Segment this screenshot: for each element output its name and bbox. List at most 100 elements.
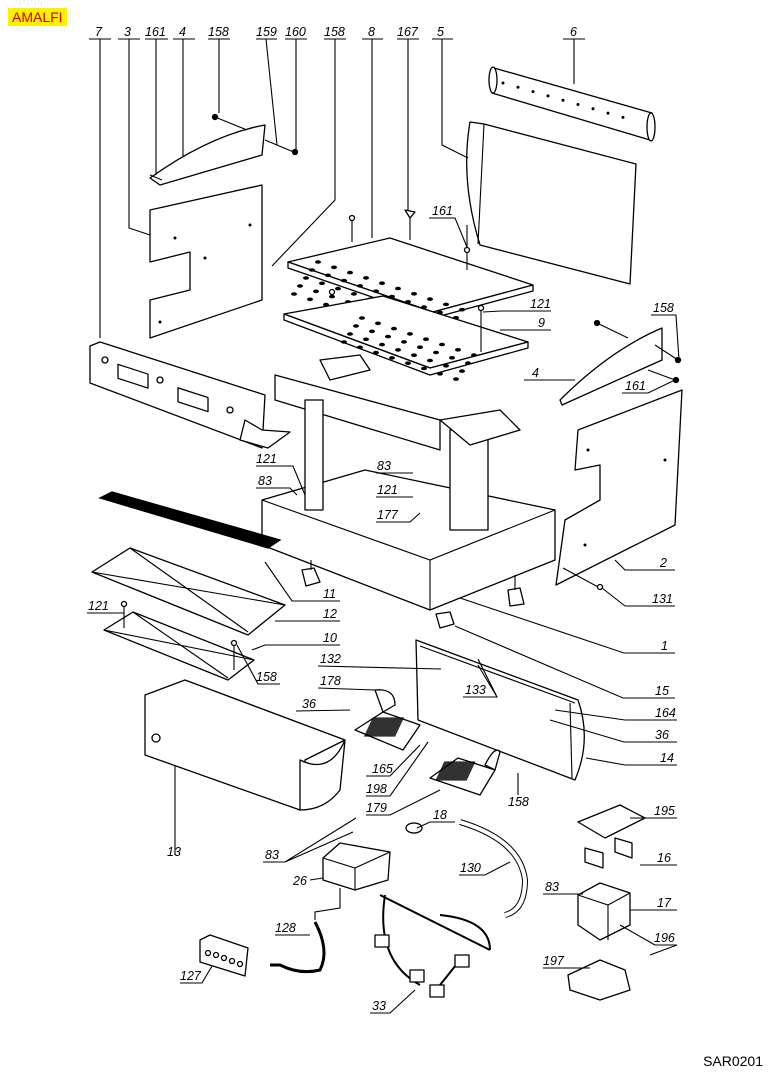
- callout-198: 198: [366, 741, 429, 797]
- callout-83: 83: [256, 474, 298, 496]
- callout-label: 5: [437, 25, 444, 39]
- callout-17: 17: [630, 896, 677, 911]
- callout-label: 83: [377, 459, 391, 473]
- callout-121: 121: [87, 599, 124, 614]
- part-side-cap-left: [149, 113, 299, 186]
- callout-label: 1: [661, 639, 668, 653]
- callout-13: 13: [167, 765, 181, 859]
- part-left-side-panel: [149, 184, 263, 339]
- rail-hole: [621, 115, 625, 119]
- callout-130: 130: [459, 861, 511, 876]
- callout-16: 16: [640, 851, 677, 866]
- callout-label: 83: [265, 848, 279, 862]
- part-feet: [301, 560, 525, 629]
- callout-label: 9: [538, 316, 545, 330]
- callout-177: 177: [376, 508, 421, 523]
- callout-label: 3: [124, 25, 131, 39]
- perforation-hole: [331, 265, 337, 270]
- callout-195: 195: [630, 804, 677, 819]
- callout-164: 164: [554, 706, 677, 721]
- callout-121: 121: [256, 452, 306, 496]
- callout-33: 33: [370, 989, 416, 1014]
- perforation-hole: [391, 326, 397, 331]
- callout-83: 83: [263, 817, 357, 863]
- part-bottom-panel: [415, 639, 585, 781]
- callout-label: 160: [285, 25, 306, 39]
- perforation-hole: [459, 369, 465, 373]
- perforation-hole: [401, 340, 407, 344]
- callout-label: 14: [660, 751, 674, 765]
- callout-label: 17: [657, 896, 672, 910]
- callout-label: 6: [570, 25, 577, 39]
- callout-label: 158: [256, 670, 277, 684]
- callout-label: 164: [655, 706, 676, 720]
- callout-36: 165: [366, 744, 421, 777]
- callout-12: 12: [275, 607, 340, 622]
- rail-hole: [501, 81, 505, 85]
- part-right-vent-grille: [429, 749, 501, 796]
- callout-label: 130: [460, 861, 481, 875]
- perforation-hole: [395, 348, 401, 352]
- perforation-hole: [325, 273, 331, 278]
- perforation-hole: [347, 332, 353, 336]
- callout-label: 197: [543, 954, 565, 968]
- callout-26: 26: [292, 874, 324, 888]
- callout-5: 5: [432, 25, 469, 159]
- rail-hole: [576, 103, 580, 106]
- perforation-hole: [357, 284, 363, 288]
- perforation-hole: [439, 342, 445, 347]
- callout-label: 7: [95, 25, 103, 39]
- callout-158: 158: [208, 25, 230, 113]
- perforation-hole: [433, 350, 439, 355]
- callout-6: 6: [563, 25, 585, 84]
- callout-161: 161: [145, 25, 168, 175]
- callout-label: 4: [179, 25, 186, 39]
- perforation-hole: [389, 356, 395, 360]
- perforation-hole: [347, 270, 353, 275]
- callout-165: 36: [549, 719, 677, 743]
- callout-label: 15: [655, 684, 669, 698]
- callout-label: 4: [532, 366, 539, 380]
- rail-hole: [606, 111, 610, 115]
- callout-label: 133: [465, 683, 486, 697]
- callout-label: 195: [654, 804, 675, 818]
- callout-178: 178: [317, 674, 376, 691]
- part-electrical-box-assembly: [567, 804, 656, 1001]
- part-keypad: [199, 934, 249, 977]
- callout-10: 10: [251, 631, 340, 651]
- callout-label: 2: [659, 556, 667, 570]
- perforation-hole: [319, 281, 325, 286]
- perforation-hole: [443, 364, 449, 368]
- perforation-hole: [351, 292, 357, 296]
- callout-196: 196: [649, 931, 678, 956]
- perforation-hole: [385, 334, 391, 339]
- part-cup-warmer-tray: [283, 288, 529, 381]
- perforation-hole: [449, 356, 455, 360]
- perforation-hole: [357, 345, 363, 350]
- perforation-hole: [455, 348, 461, 352]
- callout-1: 1: [459, 597, 675, 654]
- perforation-hole: [395, 286, 401, 291]
- perforation-hole: [465, 361, 471, 365]
- callout-label: 36: [302, 697, 316, 711]
- callout-label: 18: [433, 808, 447, 822]
- callout-label: 165: [372, 762, 393, 776]
- callout-179: 179: [366, 789, 441, 816]
- rail-hole: [546, 94, 550, 98]
- perforation-hole: [363, 276, 369, 280]
- callout-127: 127: [180, 965, 213, 984]
- perforation-hole: [353, 324, 359, 328]
- callout-7: 7: [89, 25, 111, 338]
- callout-167: 167: [397, 25, 419, 210]
- perforation-hole: [437, 372, 443, 376]
- callout-197: 197: [543, 954, 590, 969]
- perforation-hole: [453, 377, 459, 381]
- callout-158: 158: [651, 301, 680, 361]
- perforation-hole: [359, 316, 365, 320]
- callout-label: 132: [320, 652, 341, 666]
- rail-hole: [531, 90, 535, 94]
- callout-label: 158: [208, 25, 229, 39]
- model-badge: AMALFI: [8, 8, 67, 26]
- part-top-rail: [488, 66, 656, 142]
